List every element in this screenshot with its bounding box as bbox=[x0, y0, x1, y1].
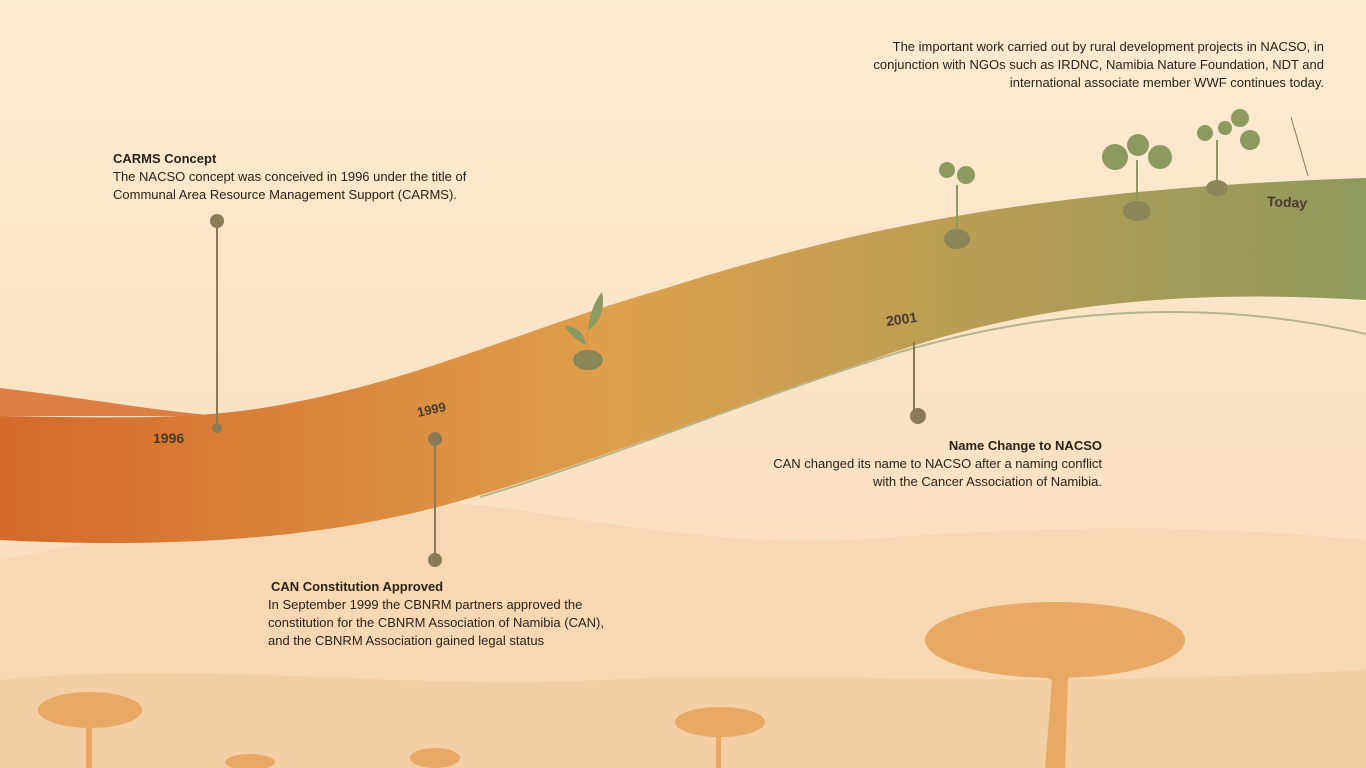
year-today: Today bbox=[1266, 192, 1308, 212]
plant-icons bbox=[565, 109, 1260, 370]
event-can: CAN Constitution Approved In September 1… bbox=[268, 578, 628, 650]
hills bbox=[0, 504, 1366, 768]
year-1996: 1996 bbox=[153, 430, 185, 446]
intro-text: The important work carried out by rural … bbox=[873, 39, 1324, 90]
acacia-trees bbox=[38, 602, 1185, 768]
ribbon bbox=[0, 178, 1366, 543]
event-nacso: Name Change to NACSO CAN changed its nam… bbox=[760, 437, 1102, 491]
event-body: In September 1999 the CBNRM partners app… bbox=[268, 597, 604, 648]
event-title: Name Change to NACSO bbox=[948, 438, 1102, 453]
event-body: CAN changed its name to NACSO after a na… bbox=[773, 456, 1102, 489]
event-title: CARMS Concept bbox=[113, 151, 217, 166]
markers bbox=[210, 116, 1309, 567]
event-title: CAN Constitution Approved bbox=[271, 579, 444, 594]
event-body: The NACSO concept was conceived in 1996 … bbox=[113, 169, 467, 202]
event-carms: CARMS Concept The NACSO concept was conc… bbox=[113, 150, 493, 204]
